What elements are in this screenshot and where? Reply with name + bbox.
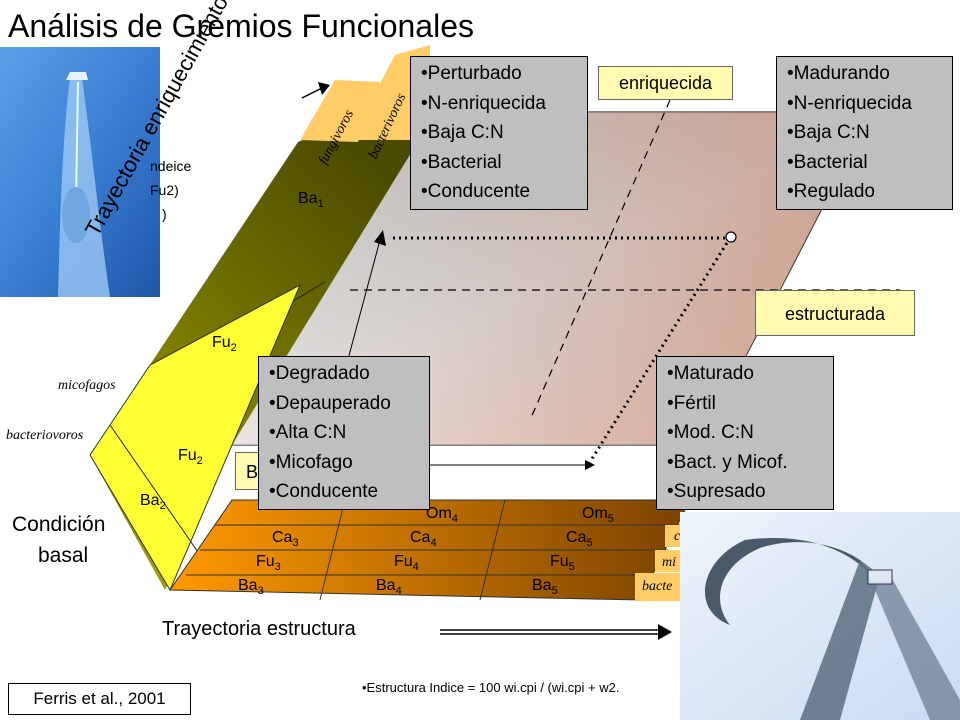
cell-ba2: Ba2 — [140, 492, 166, 513]
cell-ba4: Ba4 — [376, 577, 402, 598]
citation: Ferris et al., 2001 — [8, 683, 191, 715]
page-title: Análisis de Gremios Funcionales — [8, 8, 474, 44]
cell-ba1: Ba1 — [298, 190, 324, 211]
cell-ba3: Ba3 — [238, 577, 264, 598]
quadrant-item: N-enriquecida — [421, 89, 581, 119]
region-enriched-label: enriquecida — [598, 66, 733, 100]
quadrant-item: Conducente — [269, 477, 423, 507]
quadrant-item: Conducente — [421, 177, 581, 207]
quadrant-top-left: Perturbado N-enriquecida Baja C:N Bacter… — [410, 56, 588, 210]
partial-text-3: ) — [162, 206, 167, 222]
cell-fu5: Fu5 — [550, 553, 575, 574]
cell-ca3: Ca3 — [272, 529, 299, 550]
tab-right-bacte — [635, 573, 685, 601]
quadrant-item: Degradado — [269, 359, 423, 389]
enrichment-arrow — [301, 87, 323, 99]
quadrant-item: Madurando — [787, 59, 946, 89]
quadrant-bottom-left: Degradado Depauperado Alta C:N Micofago … — [258, 356, 430, 510]
guild-right-c-label: c — [674, 529, 681, 544]
quadrant-item: Maturado — [667, 359, 827, 389]
quadrant-item: N-enriquecida — [787, 89, 946, 119]
cell-ca5: Ca5 — [566, 529, 593, 550]
guild-mycophages-label: micofagos — [58, 378, 116, 393]
quadrant-bottom-right: Maturado Fértil Mod. C:N Bact. y Micof. … — [656, 356, 834, 510]
quadrant-item: Fértil — [667, 389, 827, 419]
cell-ba5: Ba5 — [532, 577, 558, 598]
quadrant-item: Supresado — [667, 477, 827, 507]
guild-right-mi-label: mi — [662, 555, 676, 570]
dashed-enriched — [529, 99, 671, 421]
basal-condition-line1: Condición — [12, 513, 106, 536]
quadrant-item: Bacterial — [421, 148, 581, 178]
structure-trajectory-label: Trayectoria estructura — [162, 618, 356, 640]
quadrant-top-right: Madurando N-enriquecida Baja C:N Bacteri… — [776, 56, 953, 210]
cell-fu4: Fu4 — [394, 553, 419, 574]
quadrant-item: Bact. y Micof. — [667, 448, 827, 478]
partial-text-1: ndeice — [150, 158, 192, 174]
quadrant-item: Baja C:N — [421, 118, 581, 148]
region-structured-label: estructurada — [755, 290, 915, 336]
cell-fu3: Fu3 — [256, 553, 281, 574]
quadrant-item: Alta C:N — [269, 418, 423, 448]
cell-om5: Om5 — [582, 505, 614, 526]
cell-fu2-low: Fu2 — [178, 447, 203, 468]
quadrant-item: Regulado — [787, 177, 946, 207]
quadrant-item: Bacterial — [787, 148, 946, 178]
quadrant-item: Micofago — [269, 448, 423, 478]
guild-right-bacte-label: bacte — [642, 579, 673, 594]
quadrant-item: Baja C:N — [787, 118, 946, 148]
quadrant-item: Mod. C:N — [667, 418, 827, 448]
quadrant-item: Perturbado — [421, 59, 581, 89]
cell-ca4: Ca4 — [410, 529, 437, 550]
cell-om4: Om4 — [426, 505, 458, 526]
partial-text-2: Fu2) — [150, 182, 179, 198]
basal-condition-line2: basal — [38, 544, 89, 567]
quadrant-item: Depauperado — [269, 389, 423, 419]
structure-index-formula: •Estructura Indice = 100 wi.cpi / (wi.cp… — [362, 680, 620, 695]
cell-fu2-top: Fu2 — [212, 334, 237, 355]
tab-right-mi — [655, 550, 685, 572]
guild-bacterivores-left-label: bacteriovoros — [6, 428, 84, 443]
